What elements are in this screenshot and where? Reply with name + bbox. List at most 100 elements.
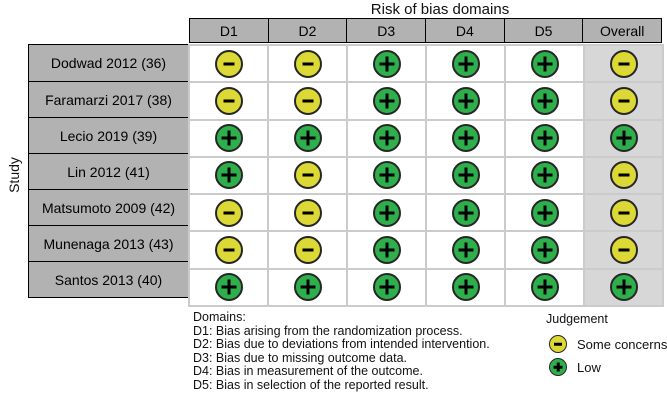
rating-cell bbox=[506, 157, 583, 194]
minus-icon bbox=[296, 89, 320, 113]
plus-icon bbox=[533, 238, 557, 262]
plus-icon bbox=[375, 52, 399, 76]
rating-circle-some-concerns bbox=[609, 49, 638, 78]
plus-icon bbox=[454, 89, 478, 113]
rating-cell bbox=[427, 46, 504, 82]
rating-cell bbox=[585, 120, 662, 156]
rating-cell bbox=[585, 195, 662, 231]
minus-icon bbox=[612, 238, 636, 262]
domain-definition: D3: Bias due to missing outcome data. bbox=[193, 350, 408, 365]
rating-circle-low bbox=[372, 161, 401, 190]
rating-circle-low bbox=[372, 49, 401, 78]
rating-circle-low bbox=[530, 49, 559, 78]
rating-cell bbox=[190, 157, 267, 194]
minus-icon bbox=[612, 163, 636, 187]
column-header-d4: D4 bbox=[425, 19, 504, 42]
rating-cell bbox=[427, 157, 504, 194]
column-header-d3: D3 bbox=[346, 19, 425, 42]
rating-circle-low bbox=[451, 86, 480, 115]
rating-circle-low bbox=[451, 236, 480, 265]
rating-circle-low bbox=[214, 124, 243, 153]
domain-definition: D4: Bias in measurement of the outcome. bbox=[193, 364, 423, 379]
plus-icon bbox=[217, 275, 241, 299]
chart-title: Risk of bias domains bbox=[370, 1, 510, 18]
minus-icon bbox=[550, 336, 566, 352]
rating-cell bbox=[506, 120, 583, 156]
judgement-heading: Judgement bbox=[546, 312, 608, 326]
rating-cell bbox=[506, 269, 583, 305]
rating-cell bbox=[348, 195, 425, 231]
rating-circle-low bbox=[372, 198, 401, 227]
column-header-d5: D5 bbox=[503, 19, 583, 42]
rating-circle-some-concerns bbox=[293, 198, 322, 227]
domains-heading: Domains: bbox=[193, 310, 246, 324]
study-column: Dodwad 2012 (36)Faramarzi 2017 (38)Lecio… bbox=[28, 44, 189, 298]
rating-circle-low bbox=[214, 161, 243, 190]
rating-circle-some-concerns bbox=[214, 236, 243, 265]
plus-icon bbox=[375, 89, 399, 113]
rating-cell bbox=[190, 83, 267, 119]
rating-circle-low bbox=[451, 273, 480, 302]
plus-icon bbox=[533, 275, 557, 299]
rating-cell bbox=[269, 195, 346, 231]
rating-circle-low bbox=[609, 273, 638, 302]
minus-icon bbox=[612, 89, 636, 113]
column-header-overall: Overall bbox=[582, 19, 661, 42]
plus-icon bbox=[550, 359, 566, 375]
domain-definition: D2: Bias due to deviations from intended… bbox=[193, 337, 490, 352]
plus-icon bbox=[454, 275, 478, 299]
rating-circle-low bbox=[451, 124, 480, 153]
rating-cell bbox=[506, 232, 583, 268]
rating-circle-some-concerns bbox=[293, 236, 322, 265]
rating-circle-some-concerns bbox=[609, 236, 638, 265]
rating-circle-low bbox=[549, 358, 567, 376]
legend-label: Low bbox=[577, 359, 601, 375]
rating-cell bbox=[427, 232, 504, 268]
domain-definitions: D1: Bias arising from the randomization … bbox=[193, 324, 490, 393]
plus-icon bbox=[454, 52, 478, 76]
rating-cell bbox=[190, 46, 267, 82]
rating-circle-low bbox=[293, 124, 322, 153]
rating-cell bbox=[506, 46, 583, 82]
plus-icon bbox=[375, 163, 399, 187]
rating-cell bbox=[190, 195, 267, 231]
rating-cell bbox=[506, 83, 583, 119]
rating-circle-low bbox=[530, 124, 559, 153]
rating-cell bbox=[427, 83, 504, 119]
plus-icon bbox=[296, 126, 320, 150]
column-header-d1: D1 bbox=[219, 22, 238, 39]
rating-cell bbox=[427, 195, 504, 231]
rating-circle-some-concerns bbox=[214, 198, 243, 227]
rating-circle-some-concerns bbox=[293, 86, 322, 115]
rating-circle-some-concerns bbox=[214, 49, 243, 78]
rating-circle-low bbox=[530, 236, 559, 265]
rating-circle-some-concerns bbox=[293, 161, 322, 190]
rating-cell bbox=[190, 269, 267, 305]
rating-circle-low bbox=[530, 198, 559, 227]
study-label: Lin 2012 (41) bbox=[29, 153, 188, 189]
rating-circle-low bbox=[372, 273, 401, 302]
rating-circle-low bbox=[530, 273, 559, 302]
rating-cell bbox=[348, 157, 425, 194]
ratings-grid bbox=[188, 44, 664, 307]
rating-cell bbox=[269, 46, 346, 82]
plus-icon bbox=[375, 238, 399, 262]
rating-cell bbox=[348, 269, 425, 305]
study-label: Faramarzi 2017 (38) bbox=[29, 81, 188, 117]
plus-icon bbox=[454, 201, 478, 225]
minus-icon bbox=[296, 201, 320, 225]
minus-icon bbox=[612, 201, 636, 225]
minus-icon bbox=[296, 163, 320, 187]
rating-circle-low bbox=[372, 86, 401, 115]
minus-icon bbox=[217, 201, 241, 225]
rating-cell bbox=[269, 157, 346, 194]
plus-icon bbox=[533, 201, 557, 225]
rating-circle-low bbox=[451, 49, 480, 78]
rating-circle-low bbox=[609, 124, 638, 153]
rating-circle-some-concerns bbox=[293, 49, 322, 78]
plus-icon bbox=[454, 126, 478, 150]
domains-legend: Domains: D1: Bias arising from the rando… bbox=[193, 310, 490, 393]
rating-circle-some-concerns bbox=[609, 86, 638, 115]
minus-icon bbox=[612, 52, 636, 76]
rating-circle-low bbox=[372, 236, 401, 265]
